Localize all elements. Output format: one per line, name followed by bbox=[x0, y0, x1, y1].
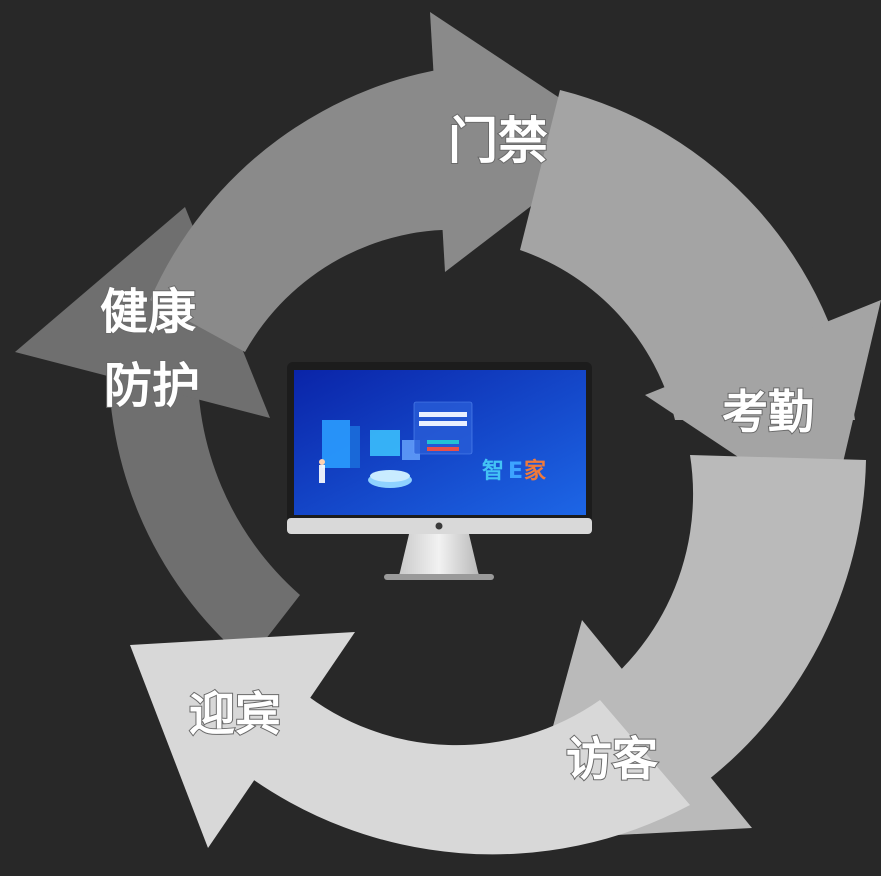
person-icon bbox=[319, 459, 325, 465]
login-panel bbox=[413, 401, 473, 455]
login-panel-card bbox=[413, 401, 473, 455]
label-welcome: 迎宾 bbox=[189, 687, 281, 741]
label-visitor: 访客 bbox=[566, 732, 658, 786]
segment-welcome-arc bbox=[240, 690, 690, 855]
segment-welcome-arrowhead bbox=[130, 632, 355, 848]
segment-health-arc bbox=[108, 330, 300, 662]
login-field-username bbox=[419, 412, 467, 417]
register-button bbox=[427, 447, 459, 451]
monitor-illustration: 智 E 家 bbox=[287, 362, 592, 580]
platform-disc-top-icon bbox=[370, 470, 410, 482]
monitor-stand-base bbox=[384, 574, 494, 580]
brand-logo-part1: 智 bbox=[482, 458, 504, 484]
label-health-line1: 健康 bbox=[100, 284, 196, 340]
segment-access-arc bbox=[150, 65, 470, 352]
server-tower-side-icon bbox=[350, 426, 360, 468]
server-block-icon bbox=[370, 430, 400, 456]
login-field-password bbox=[419, 421, 467, 426]
segment-welcome bbox=[130, 632, 690, 855]
brand-logo: 智 E 家 bbox=[482, 458, 547, 484]
server-tower-icon bbox=[322, 420, 350, 468]
label-access: 门禁 bbox=[448, 112, 548, 170]
screen-illustration bbox=[319, 420, 420, 488]
login-button bbox=[427, 440, 459, 444]
person-body-icon bbox=[319, 465, 325, 483]
label-attendance: 考勤 bbox=[722, 385, 814, 439]
segment-access bbox=[150, 12, 620, 352]
monitor-stand bbox=[388, 530, 490, 580]
label-health-line2: 防护 bbox=[104, 358, 200, 414]
segment-access-arrowhead bbox=[430, 12, 620, 272]
brand-logo-part2: E bbox=[508, 459, 523, 484]
segment-attendance-arc bbox=[520, 90, 855, 420]
brand-logo-part3: 家 bbox=[524, 458, 547, 484]
apple-logo-icon bbox=[435, 522, 443, 530]
